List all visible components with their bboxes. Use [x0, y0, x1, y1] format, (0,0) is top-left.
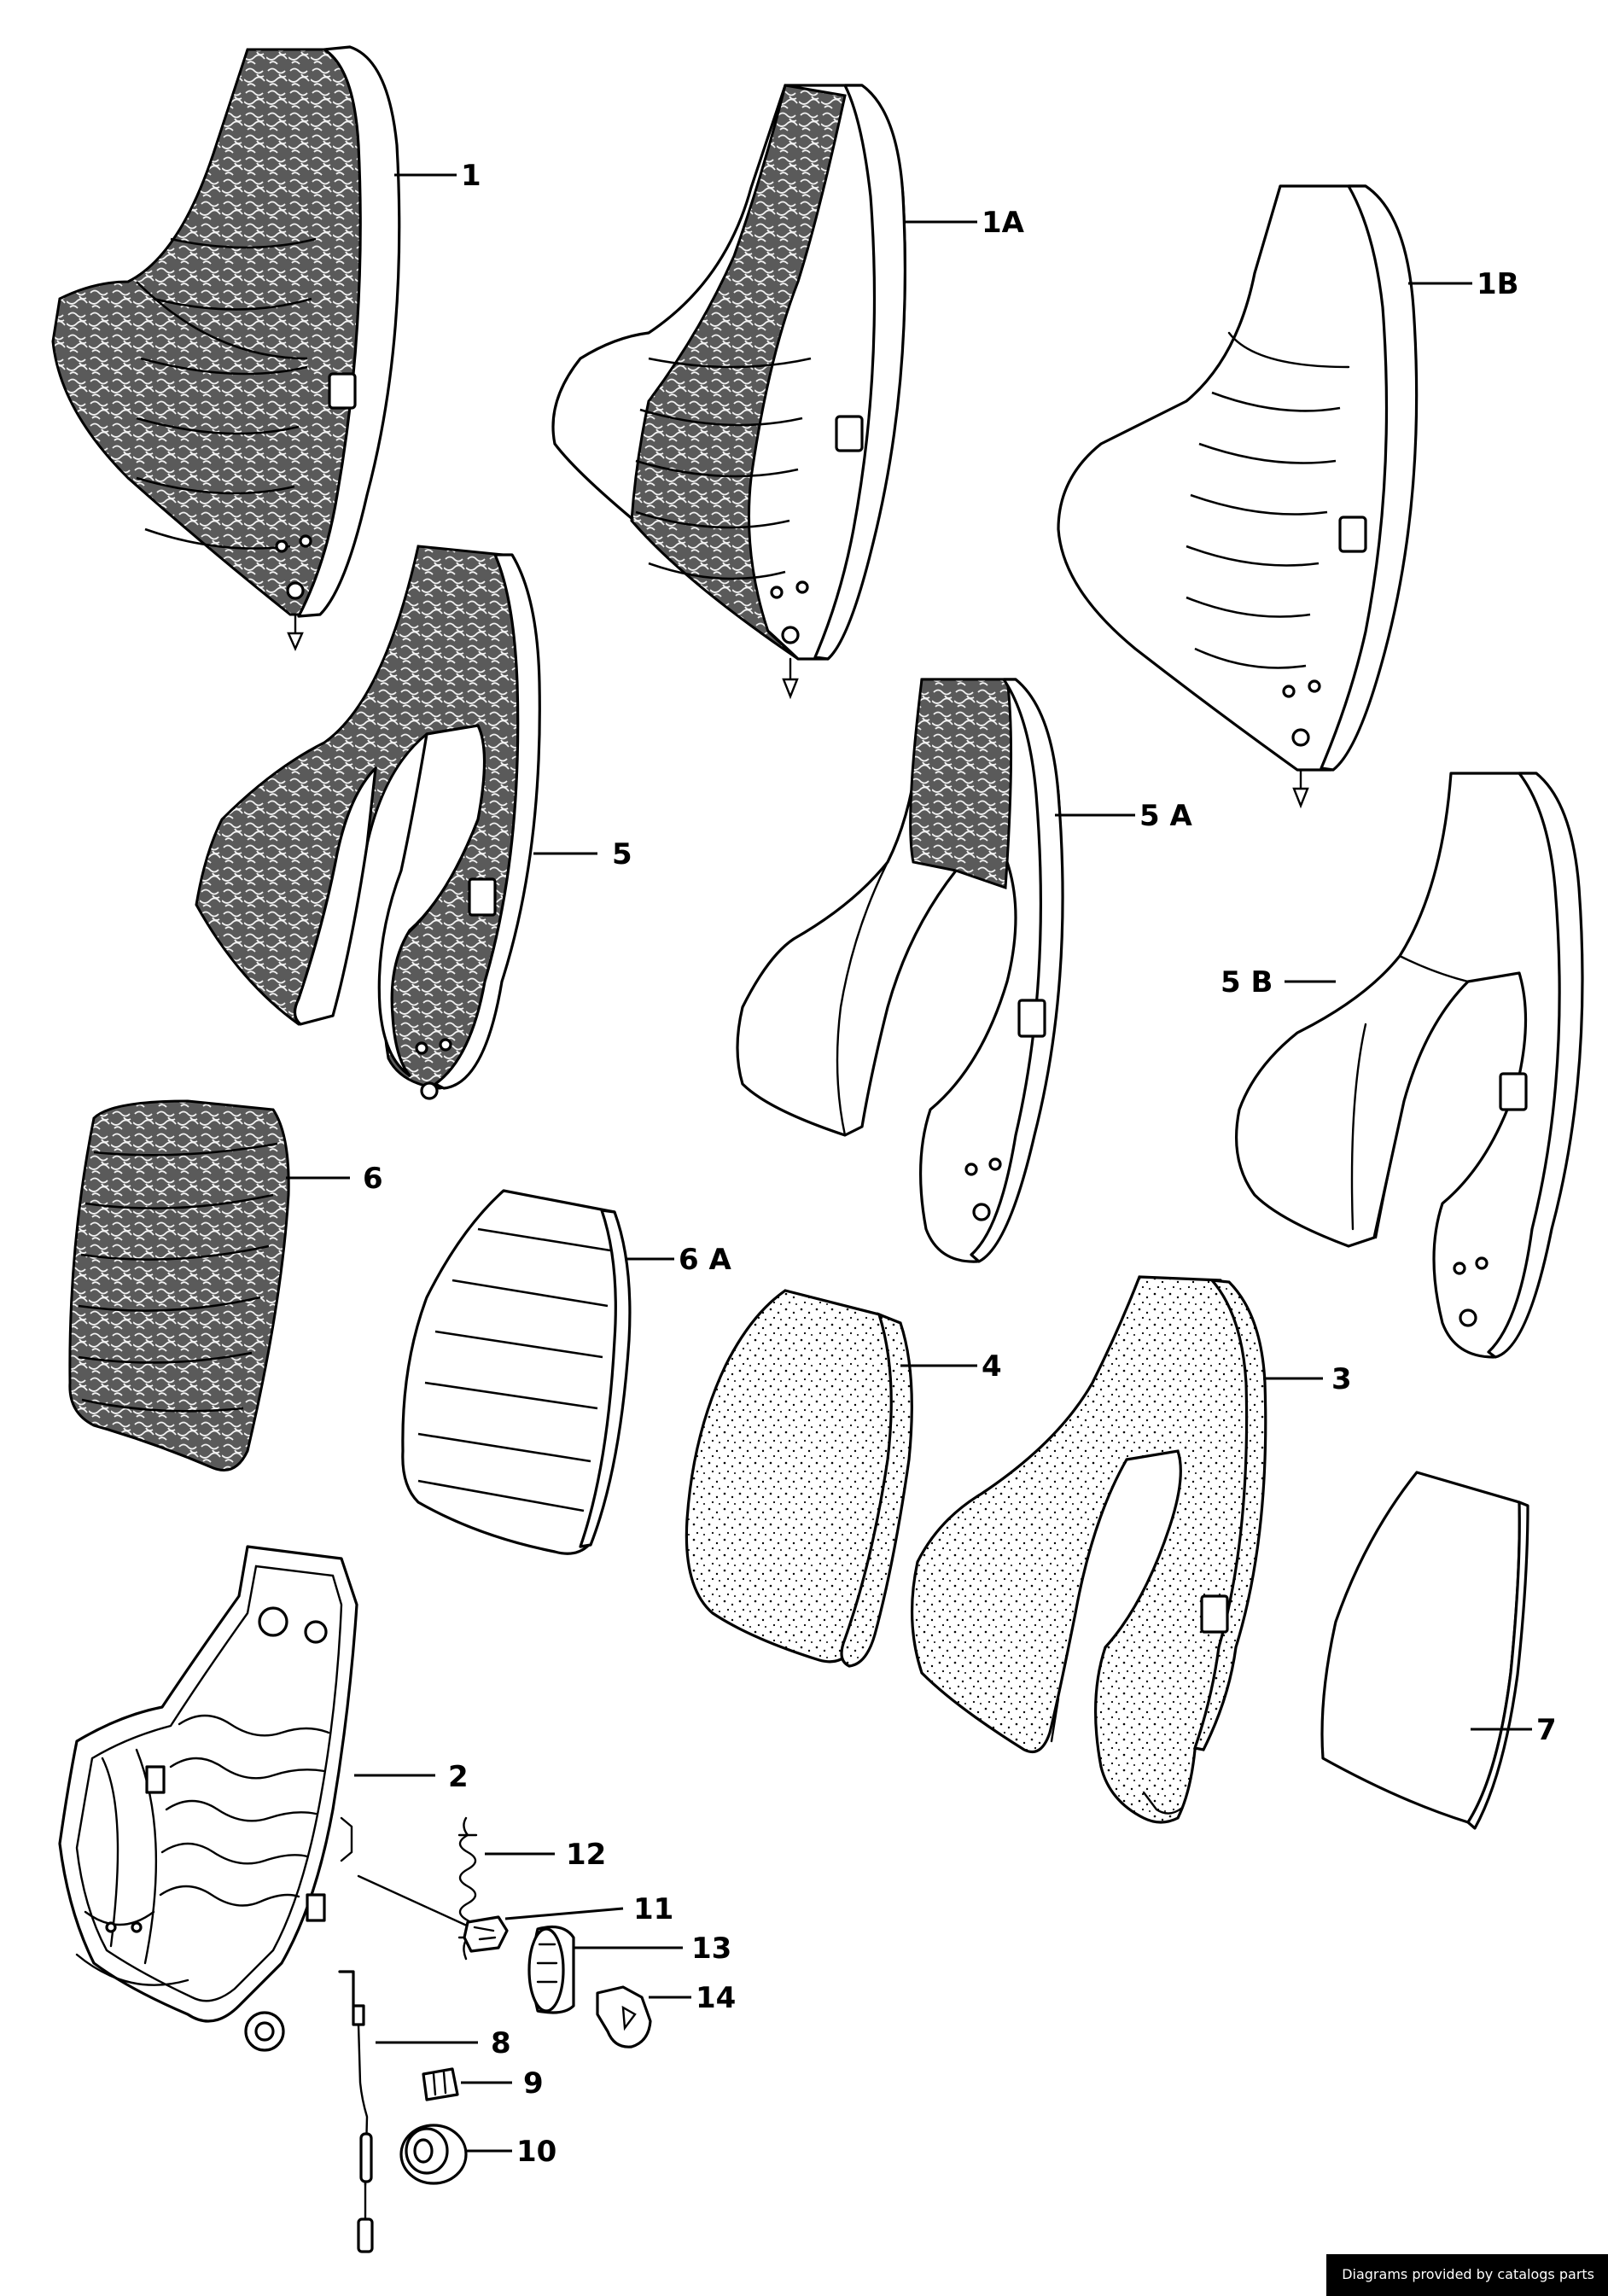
- part-6-backrest-insert-cloth[interactable]: 6: [68, 1099, 383, 1471]
- label-13: 13: [691, 1932, 731, 1966]
- label-7: 7: [1536, 1713, 1557, 1747]
- part-11-release-lever[interactable]: 11: [357, 1874, 673, 1953]
- part-13-adjuster-knob[interactable]: 13: [527, 1926, 731, 2014]
- label-12: 12: [566, 1838, 606, 1872]
- part-8-release-rod[interactable]: 8: [338, 1970, 511, 2253]
- part-5-backrest-frame-cover-cloth[interactable]: 5: [195, 545, 632, 1100]
- label-14: 14: [696, 1981, 736, 2015]
- label-3: 3: [1331, 1362, 1352, 1396]
- part-1b-backrest-cover-plain[interactable]: 1B: [1057, 184, 1519, 809]
- label-6a: 6 A: [679, 1243, 731, 1277]
- part-14-cover-cap[interactable]: 14: [596, 1981, 736, 2048]
- label-1a: 1A: [982, 206, 1025, 240]
- part-7-backrest-rear-panel[interactable]: 7: [1320, 1471, 1557, 1830]
- part-4-foam-pad-insert[interactable]: 4: [685, 1289, 1002, 1668]
- label-5b: 5 B: [1221, 965, 1273, 999]
- label-8: 8: [491, 2026, 511, 2060]
- label-10: 10: [516, 2135, 556, 2169]
- label-6: 6: [363, 1162, 383, 1196]
- part-5a-backrest-frame-cover-top-cloth[interactable]: 5 A: [736, 678, 1192, 1263]
- label-9: 9: [523, 2066, 544, 2101]
- label-1b: 1B: [1477, 267, 1519, 301]
- part-9-clip[interactable]: 9: [422, 2066, 544, 2101]
- part-10-rubber-grommet[interactable]: 10: [399, 2124, 556, 2185]
- part-5b-backrest-frame-cover-plain[interactable]: 5 B: [1221, 772, 1584, 1359]
- part-1-backrest-cover-cloth[interactable]: 1: [51, 45, 481, 651]
- part-6a-backrest-insert-plain[interactable]: 6 A: [401, 1189, 732, 1555]
- label-5a: 5 A: [1139, 799, 1192, 833]
- label-4: 4: [982, 1349, 1002, 1384]
- part-2-backrest-frame[interactable]: 2: [58, 1545, 469, 2052]
- label-1: 1: [461, 159, 481, 193]
- part-3-foam-pad-frame[interactable]: 3: [910, 1275, 1352, 1824]
- label-2: 2: [448, 1760, 469, 1794]
- part-1a-backrest-cover-center-cloth[interactable]: 1A: [551, 84, 1025, 700]
- label-11: 11: [633, 1892, 673, 1926]
- label-5: 5: [612, 837, 632, 871]
- credit-badge: Diagrams provided by catalogs parts: [1326, 2254, 1608, 2296]
